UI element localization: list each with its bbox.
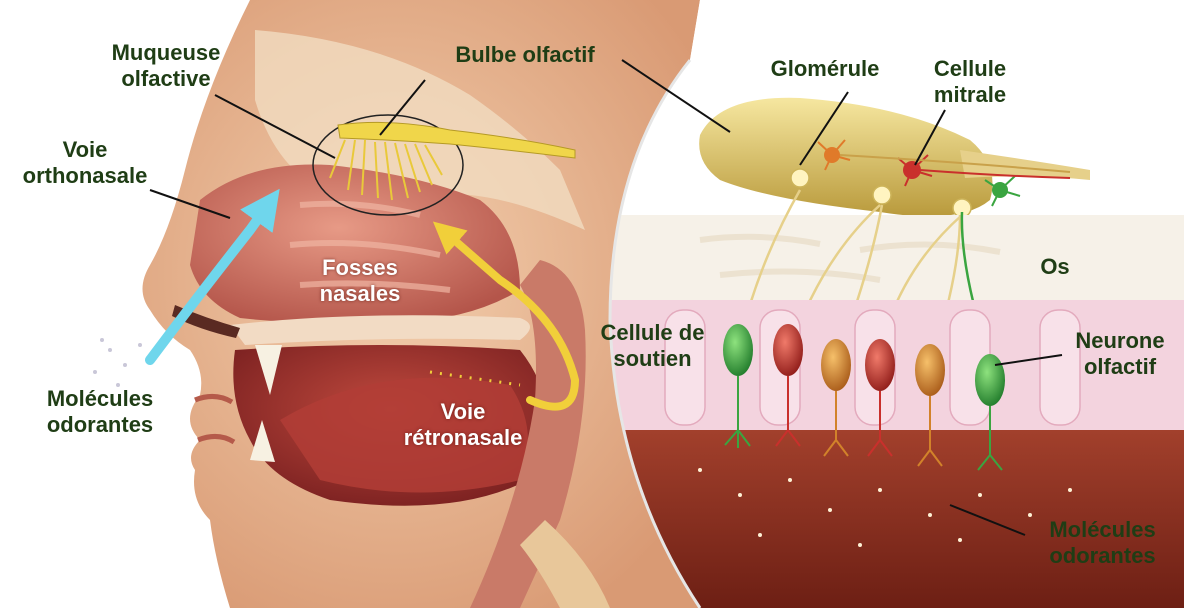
label-fosses-nasales: Fosses nasales: [305, 255, 415, 307]
bone-layer: [610, 215, 1184, 300]
label-cellule-de-soutien: Cellule de soutien: [590, 320, 715, 372]
label-molecules-odorantes-right: Molécules odorantes: [1030, 517, 1175, 569]
label-glomerule: Glomérule: [755, 56, 895, 82]
label-neurone-olfactif: Neurone olfactif: [1060, 328, 1180, 380]
label-muqueuse-olfactive: Muqueuse olfactive: [96, 40, 236, 92]
label-molecules-odorantes-left: Molécules odorantes: [30, 386, 170, 438]
label-voie-orthonasale: Voie orthonasale: [5, 137, 165, 189]
label-bulbe-olfactif: Bulbe olfactif: [435, 42, 615, 68]
odor-particles-left: [93, 338, 142, 387]
label-voie-retronasale: Voie rétronasale: [388, 399, 538, 451]
label-cellule-mitrale: Cellule mitrale: [915, 56, 1025, 108]
label-os: Os: [1030, 254, 1080, 280]
